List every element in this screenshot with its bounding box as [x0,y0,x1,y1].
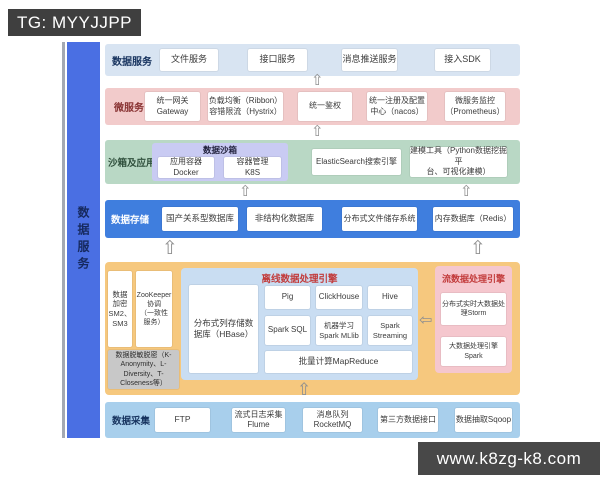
up-arrow-icon: ⇧ [311,71,324,89]
node-file-service: 文件服务 [160,49,218,71]
sidebar-shadow-line [62,42,65,438]
stream-engine-panel: 流数据处理引擎 分布式实时大数据处 理Storm 大数据处理引擎 Spark [435,266,512,373]
layer-data-storage: 数据存储 国产关系型数据库 非结构化数据库 分布式文件储存系统 内存数据库（Re… [105,200,520,238]
layer-label-data-service: 数据服务 [112,56,152,68]
watermark-bottom-badge: www.k8zg-k8.com [418,442,600,475]
sidebar-data-service-bar: 数据服务 [67,42,100,438]
layer-label-collect: 数据采集 [112,416,151,427]
up-arrow-icon: ⇧ [311,122,324,140]
node-redis: 内存数据库（Redis） [433,207,513,231]
node-hive: Hive [368,286,412,309]
node-ftp: FTP [155,408,210,432]
layer-data-service: 数据服务 文件服务 接口服务 消息推送服务 接入SDK [105,44,520,76]
node-ribbon-hystrix: 负载均衡（Ribbon） 容错限流（Hystrix） [208,92,283,121]
node-distributed-fs: 分布式文件储存系统 [342,207,417,231]
up-arrow-icon: ⇧ [460,182,473,200]
stream-engine-title: 流数据处理引擎 [441,274,505,284]
layer-processing-engines: 数据 加密 SM2、 SM3 ZooKeeper 协调 （一致性 服务） 数据脱… [105,262,520,395]
node-modeling-tool: 建模工具（Python数据挖掘平 台、可视化建模） [410,146,507,177]
node-clickhouse: ClickHouse [316,286,362,309]
node-prometheus: 微服务监控 （Prometheus） [445,92,505,121]
up-arrow-icon: ⇧ [162,237,178,259]
node-message-push-service: 消息推送服务 [342,49,397,71]
node-rocketmq: 消息队列 RocketMQ [303,408,362,432]
offline-engine-panel: 离线数据处理引擎 分布式列存储数 据库（HBase） Pig ClickHous… [181,268,418,380]
node-spark-mllib: 机器学习 Spark MLlib [316,316,362,345]
up-arrow-icon: ⇧ [297,380,312,400]
sidebar-label: 数据服务 [76,206,90,274]
node-docker: 应用容器 Docker [158,157,214,178]
layer-label-storage: 数据存储 [111,215,150,226]
offline-engine-title: 离线数据处理引擎 [261,274,338,285]
left-arrow-icon: ⇦ [419,310,433,329]
node-sqoop: 数据抽取Sqoop [455,408,512,432]
up-arrow-icon: ⇧ [239,182,252,200]
layer-label-sandbox: 沙箱及应用 [108,158,156,169]
data-sandbox-group-title: 数据沙箱 [202,145,237,155]
node-pig: Pig [265,286,310,309]
node-k8s: 容器管理 K8S [224,157,281,178]
node-thirdparty-api: 第三方数据接口 [378,408,438,432]
node-spark-sql: Spark SQL [265,316,310,345]
node-elasticsearch: ElasticSearch搜索引擎 [312,149,401,175]
node-hbase: 分布式列存储数 据库（HBase） [189,285,258,373]
node-spark-streaming: Spark Streaming [368,316,412,345]
watermark-top-badge: TG: MYYJJPP [8,9,141,36]
data-sandbox-group: 数据沙箱 应用容器 Docker 容器管理 K8S [152,143,288,181]
node-unified-auth: 统一鉴权 [298,92,352,121]
layer-sandbox-apps: 沙箱及应用 数据沙箱 应用容器 Docker 容器管理 K8S ElasticS… [105,140,520,184]
node-access-sdk: 接入SDK [435,49,490,71]
layer-data-collect: 数据采集 FTP 流式日志采集 Flume 消息队列 RocketMQ 第三方数… [105,402,520,438]
node-gateway: 统一网关 Gateway [145,92,200,121]
node-interface-service: 接口服务 [248,49,307,71]
node-zookeeper: ZooKeeper 协调 （一致性 服务） [136,271,172,347]
node-unstructured-db: 非结构化数据库 [247,207,322,231]
node-storm: 分布式实时大数据处 理Storm [441,293,506,325]
node-spark-engine: 大数据处理引擎 Spark [441,337,506,366]
node-data-encrypt: 数据 加密 SM2、 SM3 [108,271,132,347]
node-nacos: 统一注册及配置 中心（nacos） [367,92,427,121]
node-domestic-rdb: 国产关系型数据库 [162,207,238,231]
layer-label-microservice: 微服务 [114,103,144,114]
node-mapreduce: 批量计算MapReduce [265,351,412,373]
node-data-masking: 数据脱敏脱密（K-Anonymity、L-Diversity、T-Closene… [108,350,179,389]
node-flume: 流式日志采集 Flume [232,408,285,432]
layer-microservice: 微服务 统一网关 Gateway 负载均衡（Ribbon） 容错限流（Hystr… [105,88,520,125]
up-arrow-icon: ⇧ [470,237,486,259]
